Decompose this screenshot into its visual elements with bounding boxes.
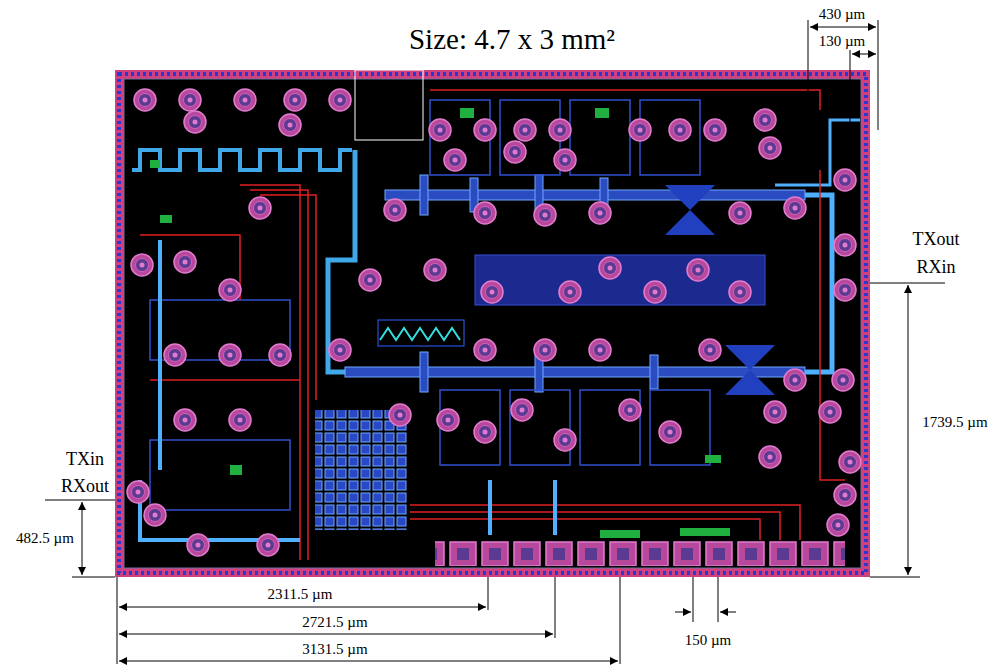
dimension-label: 482.5 µm xyxy=(16,530,74,547)
tline xyxy=(345,367,805,377)
dimension-label: 430 µm xyxy=(819,6,866,23)
logo-frame xyxy=(378,320,464,346)
dimension-label: 2721.5 µm xyxy=(302,614,367,631)
tline xyxy=(385,190,805,200)
zigzag-logo xyxy=(380,328,460,340)
dimension-label: 2311.5 µm xyxy=(268,586,333,603)
bowtie xyxy=(665,185,775,395)
seal-ring-dash xyxy=(119,74,866,573)
chip-title: Size: 4.7 x 3 mm² xyxy=(409,24,615,56)
feed-line xyxy=(328,150,355,372)
capacitor-array xyxy=(315,410,407,530)
bias-lines xyxy=(140,240,555,540)
marker-box xyxy=(355,70,423,140)
dimension-label: 1739.5 µm xyxy=(922,414,987,431)
tline-loop xyxy=(805,195,832,372)
probe-pads xyxy=(127,89,861,556)
dimension-label: 130 µm xyxy=(819,33,866,50)
bottom-pads xyxy=(435,538,845,566)
dc-wires xyxy=(140,90,845,560)
dimension-label: RXout xyxy=(61,477,109,497)
dimension-label: 150 µm xyxy=(685,632,732,649)
dimension-label: 3131.5 µm xyxy=(302,641,367,658)
chip-core xyxy=(124,79,861,568)
dimension-label: TXin xyxy=(66,450,104,470)
meander-line xyxy=(132,150,352,170)
dimension-label: RXin xyxy=(916,258,955,278)
device-box xyxy=(150,100,710,510)
dimension-label: TXout xyxy=(913,230,960,250)
seal-ring xyxy=(115,70,870,577)
green-device xyxy=(150,108,730,538)
dimension-lines xyxy=(45,20,945,664)
ground-plane xyxy=(475,255,765,305)
